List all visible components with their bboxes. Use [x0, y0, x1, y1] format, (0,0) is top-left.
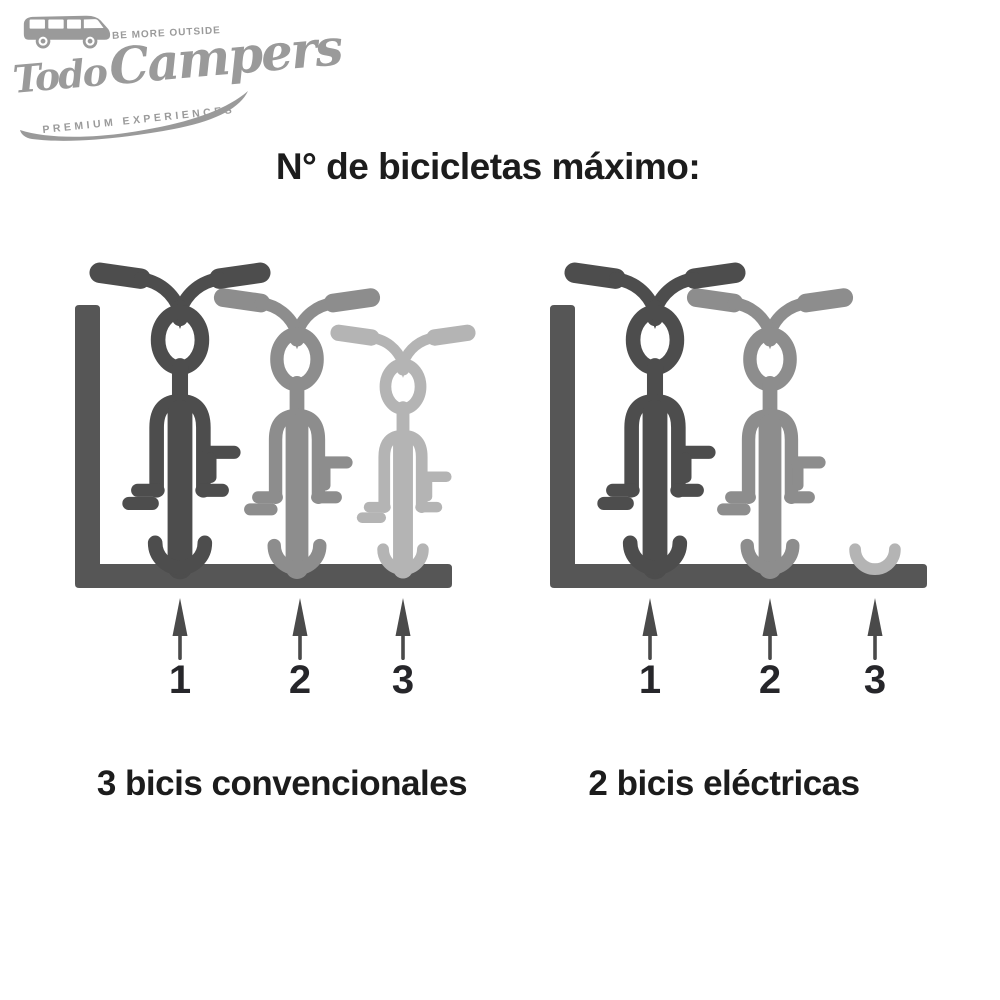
diagram-conventional-bikes: 1 2 3 3 bicis convencionales — [60, 230, 480, 840]
page-title: N° de bicicletas máximo: — [275, 146, 701, 187]
arrow-up-icon — [642, 598, 658, 660]
bike-icon-position-3 — [339, 333, 468, 579]
todo-campers-logo: BE MORE OUTSIDE Todo Campers PREMIUM EXP… — [8, 4, 343, 159]
slot-number-1: 1 — [638, 658, 662, 702]
arrow-up-icon — [292, 598, 308, 660]
bike-rack-shape — [550, 305, 927, 588]
slot-number-3: 3 — [863, 658, 887, 702]
diagram-caption: 3 bicis convencionales — [96, 764, 468, 803]
arrow-up-icon — [867, 598, 883, 660]
swoosh-underline-icon — [20, 91, 248, 141]
bike-icon-position-1 — [575, 273, 736, 580]
empty-wheel-chock-icon — [855, 549, 895, 569]
arrow-up-icon — [762, 598, 778, 660]
bike-icon-position-1 — [100, 273, 261, 580]
slot-number-2: 2 — [288, 658, 312, 702]
diagram-electric-bikes: 1 2 3 2 bicis eléctricas — [535, 230, 955, 840]
arrow-up-icon — [395, 598, 411, 660]
slot-number-3: 3 — [391, 658, 415, 702]
bike-icon-position-2 — [696, 298, 843, 579]
campervan-side-icon — [23, 15, 111, 49]
arrow-up-icon — [172, 598, 188, 660]
diagram-caption: 2 bicis eléctricas — [588, 764, 860, 803]
slot-number-2: 2 — [758, 658, 782, 702]
slot-number-1: 1 — [168, 658, 192, 702]
